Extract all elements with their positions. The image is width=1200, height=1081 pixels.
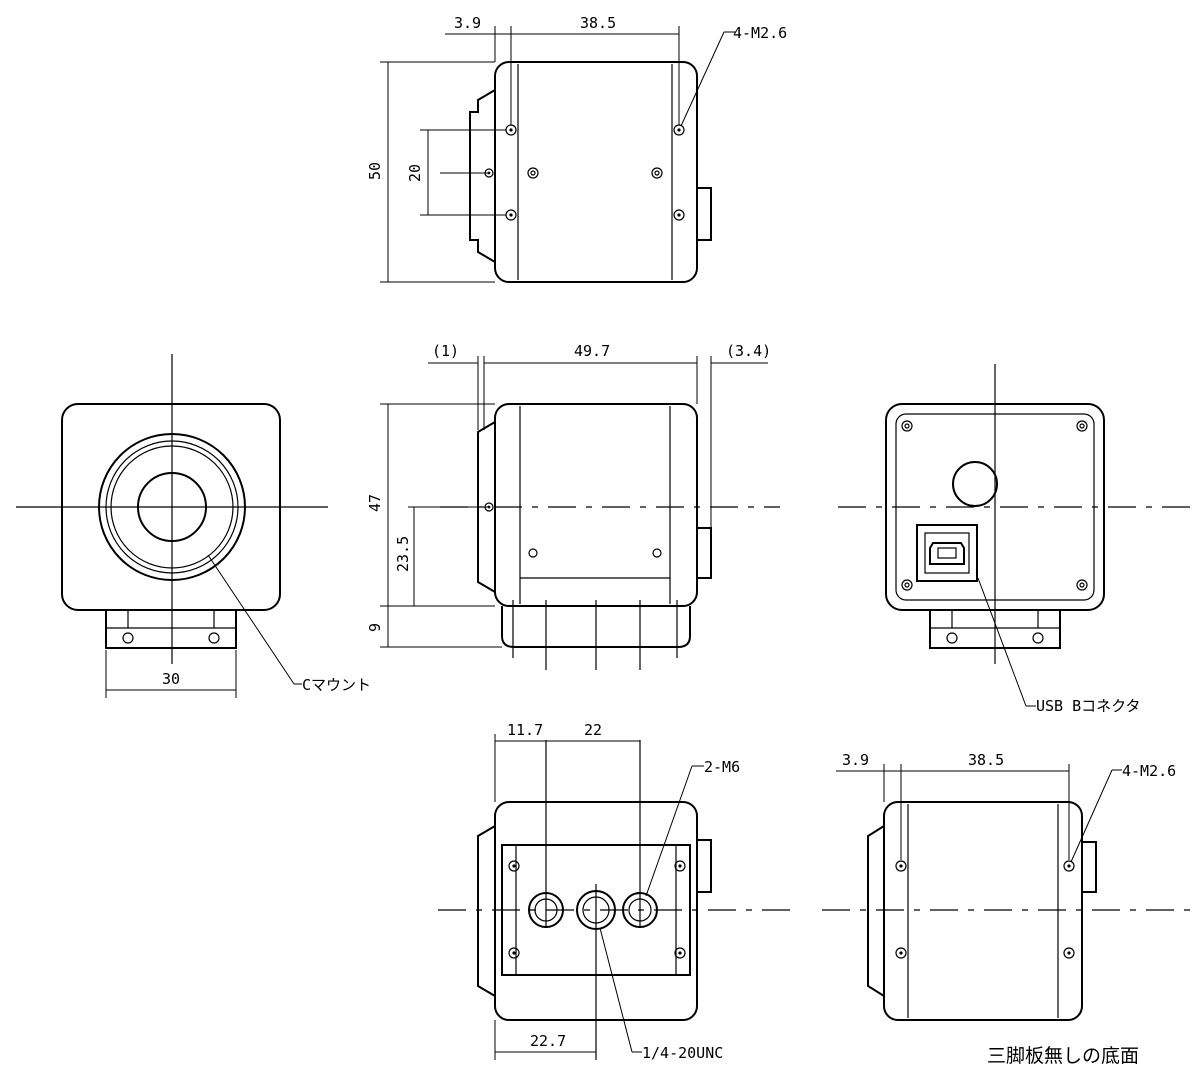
side-view-connector [696,527,712,579]
side-dim-9: 9 [366,623,384,632]
bottom-dim-11-7: 11.7 [507,721,543,739]
no-tripod-screw-label: 4-M2.6 [1122,762,1176,780]
no-tripod-dim-38-5: 38.5 [968,751,1004,769]
side-view: (1) 49.7 (3.4) 47 23.5 9 [366,342,780,670]
top-dim-38-5: 38.5 [580,14,616,32]
bottom-dim-22: 22 [584,721,602,739]
top-screw-label: 4-M2.6 [733,24,787,42]
top-view-screw-holes [484,124,685,221]
bottom-thread-label: 1/4-20UNC [642,1044,723,1062]
side-view-body [494,403,698,607]
top-view: 3.9 38.5 4-M2.6 50 20 [366,14,787,283]
top-view-connector [696,187,712,241]
bottom-dim-22-7: 22.7 [530,1032,566,1050]
bottom-holes-label: 2-M6 [704,758,740,776]
usb-b-connector [916,524,978,582]
side-dim-front-offset: (1) [432,342,459,360]
rear-view-screw-holes [901,420,1088,591]
rear-connector-label: USB Bコネクタ [1036,697,1141,715]
top-dim-20: 20 [406,164,424,182]
rear-view-cable-hole [952,461,998,507]
bottom-view-screw-holes [508,860,686,959]
front-view-tripod-plate [105,610,237,649]
front-mount-label: Cマウント [302,676,371,694]
side-dim-47: 47 [366,494,384,512]
top-dim-3-9: 3.9 [454,14,481,32]
rear-view: USB Bコネクタ [838,364,1190,715]
side-dim-23-5: 23.5 [394,536,412,572]
side-dim-rear-offset: (3.4) [726,342,771,360]
front-dim-30: 30 [162,670,180,688]
bottom-no-tripod-body [883,801,1083,1021]
top-view-body [494,61,698,283]
no-tripod-dim-3-9: 3.9 [842,751,869,769]
no-tripod-caption: 三脚板無しの底面 [987,1045,1139,1067]
front-view: 30 Cマウント [16,354,371,698]
bottom-no-tripod-screw-holes [895,860,1075,959]
bottom-view: 11.7 22 2-M6 22.7 1/4-20UNC [438,721,796,1062]
bottom-view-no-tripod: 3.9 38.5 4-M2.6 三脚板無しの底面 [822,751,1190,1067]
side-dim-49-7: 49.7 [574,342,610,360]
top-view-lens-mount [469,89,496,263]
top-dim-50: 50 [366,162,384,180]
